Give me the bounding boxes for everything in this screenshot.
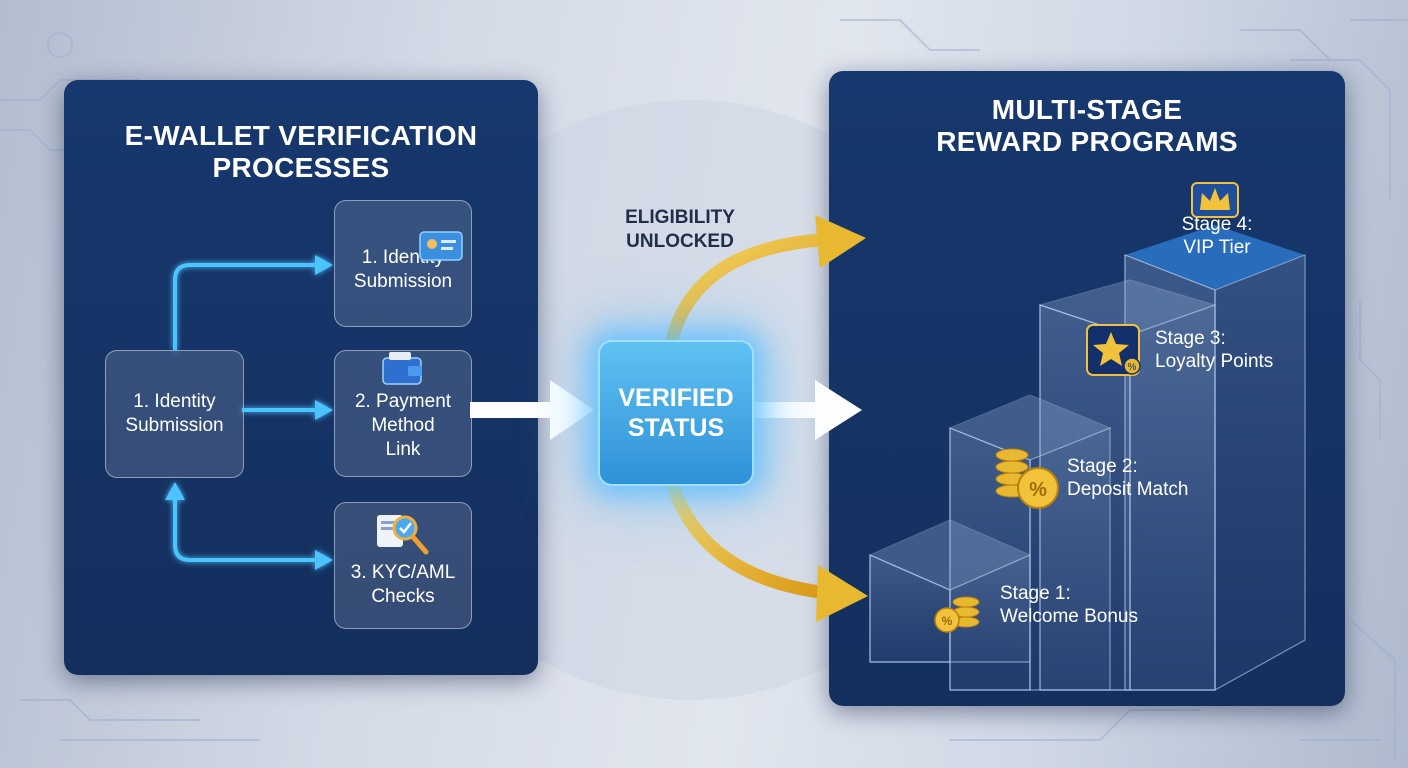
rewards-title: MULTI-STAGE REWARD PROGRAMS xyxy=(936,94,1238,157)
arrowhead-kyc xyxy=(315,550,333,570)
svg-text:%: % xyxy=(1128,362,1137,373)
stage-4-label: Stage 4: VIP Tier xyxy=(1181,214,1253,258)
stage-1-block xyxy=(868,519,1032,663)
stage-1-label: Stage 1: Welcome Bonus xyxy=(1000,583,1138,627)
svg-text:%: % xyxy=(942,614,953,628)
gold-curved-arrows xyxy=(665,215,868,622)
arrow-verified-to-rewards xyxy=(750,380,862,440)
gold-arrow-lower xyxy=(665,475,827,599)
step-identity-submission: 1. Identity Submission xyxy=(334,200,472,327)
star-badge-icon: % xyxy=(1086,324,1141,376)
verification-title: E-WALLET VERIFICATION PROCESSES xyxy=(124,120,478,183)
identity-submission-main-box: 1. Identity Submission xyxy=(105,350,244,478)
white-flow-arrows xyxy=(470,380,862,440)
eligibility-unlocked-label: ELIGIBILITY UNLOCKED xyxy=(625,207,735,252)
magnifier-check-icon xyxy=(377,515,429,555)
stage-2-label: Stage 2: Deposit Match xyxy=(1067,456,1189,500)
arrow-to-kyc xyxy=(173,495,315,562)
id-card-icon xyxy=(419,231,463,261)
percent-coins-icon: % xyxy=(995,448,1059,509)
arrowhead-identity xyxy=(315,255,333,275)
blue-connector-arrows xyxy=(173,263,315,562)
arrowhead-up-main xyxy=(165,482,185,500)
gold-arrow-upper xyxy=(665,233,827,347)
arrow-left-to-verified xyxy=(470,380,594,440)
verified-status-box: VERIFIED STATUS xyxy=(598,340,754,486)
crown-icon xyxy=(1191,182,1239,218)
svg-text:%: % xyxy=(1029,479,1047,501)
coin-stack-icon: % xyxy=(934,596,980,633)
arrowhead-payment xyxy=(315,400,333,420)
stage-3-label: Stage 3: Loyalty Points xyxy=(1155,328,1274,372)
wallet-icon xyxy=(382,352,422,385)
verification-panel xyxy=(64,80,538,675)
arrow-to-identity xyxy=(173,263,315,350)
